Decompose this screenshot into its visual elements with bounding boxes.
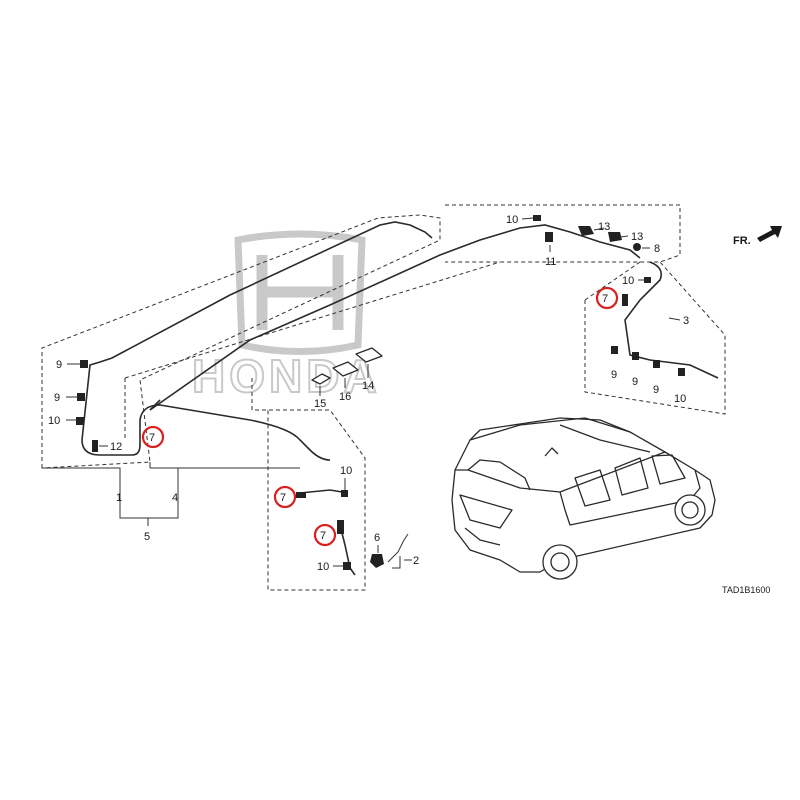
callout-13-b: 13: [631, 231, 643, 243]
assembly-brackets: [42, 462, 300, 526]
left-group-box: [41, 214, 441, 469]
front-direction-label: FR.: [733, 235, 751, 247]
clip-10-top: [533, 215, 541, 221]
callout-10-mid2: 10: [317, 561, 329, 573]
callout-labels: 10 13 13 8 11 10 3 7 9 9 9 10 9 9 10 12 …: [48, 214, 689, 573]
clip-11: [545, 232, 553, 242]
middle-group-box: [124, 261, 501, 591]
clips: [76, 215, 685, 570]
callout-9-r2: 9: [632, 376, 638, 388]
clip-7-mid1: [296, 492, 306, 498]
callout-7-mid1: 7: [280, 492, 286, 504]
clip-10-r4: [678, 368, 685, 376]
callout-10-mid: 10: [340, 465, 352, 477]
clip-6: [370, 554, 384, 568]
clip-9-l1: [80, 360, 88, 368]
clip-10-mid: [341, 490, 348, 497]
callout-9-l2: 9: [54, 392, 60, 404]
washer-hose: [81, 221, 719, 576]
callout-12: 12: [110, 441, 122, 453]
part-14-pad: [355, 347, 383, 363]
callout-15: 15: [314, 398, 326, 410]
honda-watermark-text: HONDA: [192, 350, 381, 402]
callout-2: 2: [413, 555, 419, 567]
clip-9-r1: [611, 346, 618, 354]
callout-16: 16: [339, 391, 351, 403]
callout-11: 11: [545, 256, 556, 268]
diagram-code: TAD1B1600: [722, 585, 770, 595]
vehicle-rear-wheel: [542, 544, 578, 580]
callout-13-a: 13: [598, 221, 610, 233]
highlight-7-left: [141, 425, 165, 449]
group-boxes: [41, 204, 726, 591]
highlight-circles: [141, 286, 619, 547]
callout-14: 14: [362, 380, 374, 392]
callout-7-right: 7: [602, 293, 608, 305]
callout-9-r3: 9: [653, 384, 659, 396]
front-arrow-icon: [757, 226, 782, 242]
clip-9-l2: [77, 393, 85, 401]
part-15-pad: [311, 373, 331, 385]
vehicle-body: [451, 417, 716, 573]
callout-10-top: 10: [506, 214, 518, 226]
part-16-pad: [332, 361, 359, 377]
callout-9-r1: 9: [611, 369, 617, 381]
callout-5: 5: [144, 531, 150, 543]
clip-13-a: [578, 226, 594, 236]
honda-h-emblem: [234, 230, 366, 355]
highlight-7-right: [595, 286, 619, 310]
part-2-bracket: [387, 533, 409, 569]
clip-10-l3: [76, 417, 84, 425]
clip-8: [633, 243, 641, 251]
front-direction-arrow: FR.: [733, 226, 782, 247]
top-right-group-box: [445, 204, 681, 263]
clip-10-mid2: [343, 562, 351, 570]
callout-7-left: 7: [149, 432, 155, 444]
callout-10-r4: 10: [674, 393, 686, 405]
clip-9-r3: [653, 360, 660, 368]
honda-watermark: HONDA: [191, 230, 381, 403]
highlight-7-mid1: [273, 485, 297, 509]
clip-12: [92, 440, 98, 452]
clip-10-right: [644, 277, 651, 283]
callout-9-l1: 9: [56, 359, 62, 371]
callout-3: 3: [683, 315, 689, 327]
clip-7-right: [622, 294, 628, 306]
clip-13-b: [608, 232, 622, 242]
callout-7-mid2: 7: [320, 530, 326, 542]
vehicle-illustration: [451, 417, 716, 580]
callout-6: 6: [374, 532, 380, 544]
callout-10-l3: 10: [48, 415, 60, 427]
vehicle-front-wheel: [674, 494, 706, 526]
clip-9-r2: [632, 352, 639, 360]
callout-10-right: 10: [622, 275, 634, 287]
callout-4: 4: [172, 492, 178, 504]
callout-1: 1: [116, 492, 122, 504]
callout-8: 8: [654, 243, 660, 255]
pad-parts: [311, 347, 383, 385]
highlight-7-mid2: [313, 523, 337, 547]
leader-lines: [66, 217, 681, 567]
right-group-box: [584, 261, 726, 415]
clip-7-mid2: [337, 520, 344, 534]
